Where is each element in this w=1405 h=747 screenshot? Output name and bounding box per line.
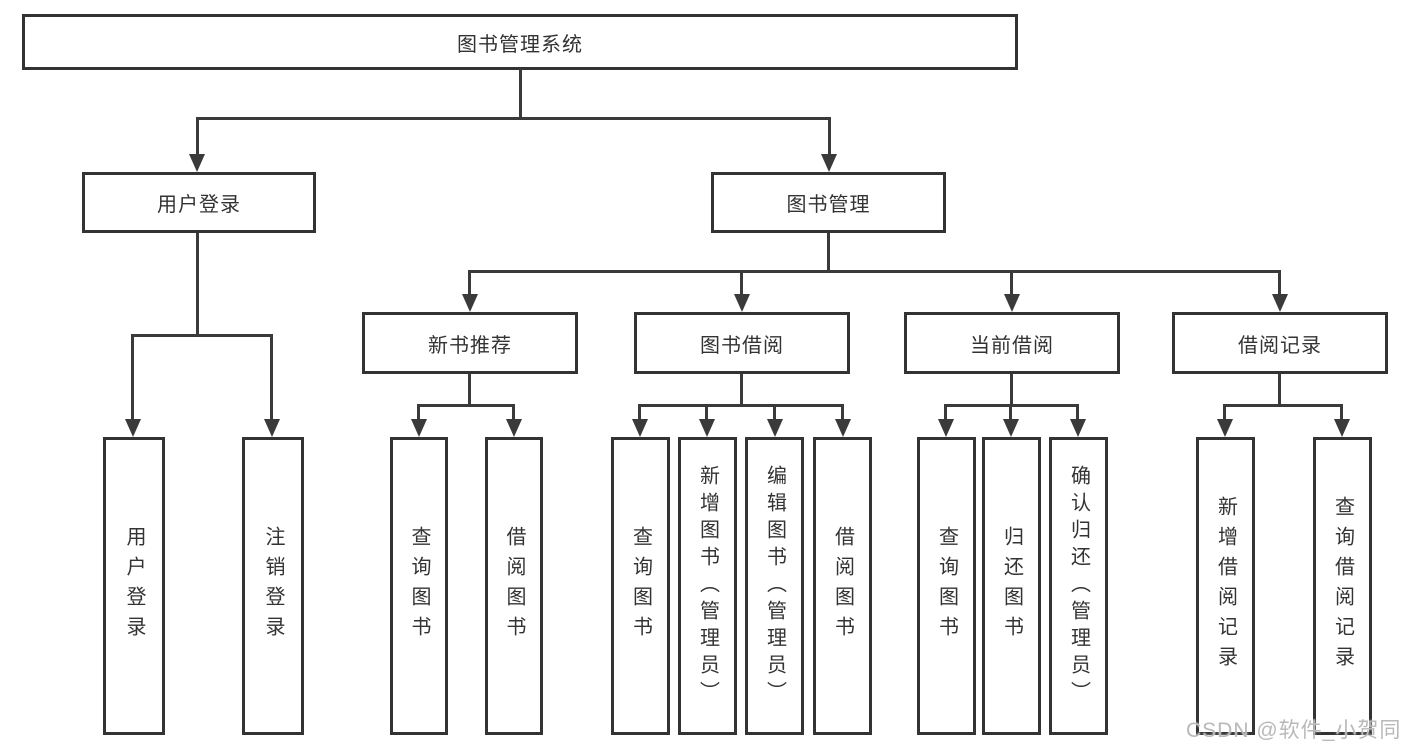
node-library-management-system: 图书管理系统 bbox=[22, 14, 1018, 70]
leaf-user-login: 用户登录 bbox=[103, 437, 165, 735]
leaf-edit-book-admin: 编辑图书（管理员） bbox=[745, 437, 804, 735]
leaf-return-books: 归还图书 bbox=[982, 437, 1041, 735]
arrowhead-down-icon bbox=[767, 419, 783, 437]
connector-horizontal-line bbox=[196, 117, 831, 120]
connector-horizontal-line bbox=[417, 404, 515, 407]
arrowhead-down-icon bbox=[835, 419, 851, 437]
connector-vertical-line bbox=[1223, 404, 1226, 422]
arrowhead-down-icon bbox=[462, 294, 478, 312]
arrowhead-down-icon bbox=[821, 154, 837, 172]
arrowhead-down-icon bbox=[506, 419, 522, 437]
leaf-add-borrow-record: 新增借阅记录 bbox=[1196, 437, 1255, 735]
leaf-label: 查询图书 bbox=[408, 526, 430, 646]
leaf-query-books-borrowing: 查询图书 bbox=[611, 437, 670, 735]
node-label: 借阅记录 bbox=[1238, 334, 1322, 357]
arrowhead-down-icon bbox=[411, 419, 427, 437]
connector-vertical-line bbox=[827, 233, 830, 273]
arrowhead-down-icon bbox=[1217, 419, 1233, 437]
leaf-add-book-admin: 新增图书（管理员） bbox=[678, 437, 737, 735]
connector-vertical-line bbox=[773, 404, 776, 422]
leaf-label: 新增图书（管理员） bbox=[696, 464, 719, 708]
connector-vertical-line bbox=[944, 404, 947, 422]
leaf-label: 查询图书 bbox=[629, 526, 652, 646]
arrowhead-down-icon bbox=[125, 419, 141, 437]
connector-vertical-line bbox=[1010, 270, 1013, 297]
leaf-label: 查询借阅记录 bbox=[1331, 496, 1354, 676]
connector-horizontal-line bbox=[1223, 404, 1343, 407]
connector-vertical-line bbox=[1009, 404, 1012, 422]
leaf-label: 用户登录 bbox=[123, 526, 145, 646]
node-label: 当前借阅 bbox=[970, 334, 1054, 357]
arrowhead-down-icon bbox=[734, 294, 750, 312]
node-book-borrowing: 图书借阅 bbox=[634, 312, 850, 374]
leaf-label: 新增借阅记录 bbox=[1214, 496, 1237, 676]
arrowhead-down-icon bbox=[699, 419, 715, 437]
leaf-query-books-recommend: 查询图书 bbox=[390, 437, 448, 735]
leaf-borrow-books: 借阅图书 bbox=[813, 437, 872, 735]
arrowhead-down-icon bbox=[264, 419, 280, 437]
connector-vertical-line bbox=[468, 270, 471, 297]
connector-vertical-line bbox=[705, 404, 708, 422]
connector-vertical-line bbox=[196, 117, 199, 157]
arrowhead-down-icon bbox=[1003, 419, 1019, 437]
node-borrowing-records: 借阅记录 bbox=[1172, 312, 1388, 374]
connector-vertical-line bbox=[638, 404, 641, 422]
connector-horizontal-line bbox=[468, 270, 1281, 273]
arrowhead-down-icon bbox=[632, 419, 648, 437]
leaf-label: 注销登录 bbox=[262, 526, 284, 646]
node-label: 图书管理系统 bbox=[457, 33, 583, 56]
connector-vertical-line bbox=[1278, 270, 1281, 297]
arrowhead-down-icon bbox=[1004, 294, 1020, 312]
arrowhead-down-icon bbox=[938, 419, 954, 437]
node-label: 新书推荐 bbox=[428, 334, 512, 357]
node-user-login: 用户登录 bbox=[82, 172, 316, 233]
connector-vertical-line bbox=[512, 404, 515, 422]
leaf-label: 借阅图书 bbox=[831, 526, 854, 646]
arrowhead-down-icon bbox=[1272, 294, 1288, 312]
arrowhead-down-icon bbox=[1070, 419, 1086, 437]
leaf-label: 归还图书 bbox=[1000, 526, 1023, 646]
connector-vertical-line bbox=[740, 270, 743, 297]
leaf-query-books-current: 查询图书 bbox=[917, 437, 976, 735]
leaf-label: 确认归还（管理员） bbox=[1067, 464, 1090, 708]
connector-horizontal-line bbox=[944, 404, 1079, 407]
leaf-confirm-return-admin: 确认归还（管理员） bbox=[1049, 437, 1108, 735]
connector-horizontal-line bbox=[638, 404, 844, 407]
connector-vertical-line bbox=[1076, 404, 1079, 422]
leaf-label: 编辑图书（管理员） bbox=[763, 464, 786, 708]
leaf-label: 借阅图书 bbox=[503, 526, 525, 646]
connector-vertical-line bbox=[740, 374, 743, 407]
node-current-borrowing: 当前借阅 bbox=[904, 312, 1120, 374]
leaf-label: 查询图书 bbox=[935, 526, 958, 646]
connector-vertical-line bbox=[196, 233, 199, 336]
watermark: CSDN @软件_小贺同学 bbox=[1186, 719, 1402, 742]
connector-vertical-line bbox=[1010, 374, 1013, 407]
connector-vertical-line bbox=[468, 374, 471, 407]
node-new-book-recommend: 新书推荐 bbox=[362, 312, 578, 374]
connector-vertical-line bbox=[270, 334, 273, 421]
leaf-query-borrow-record: 查询借阅记录 bbox=[1313, 437, 1372, 735]
connector-horizontal-line bbox=[131, 334, 273, 337]
arrowhead-down-icon bbox=[1334, 419, 1350, 437]
node-label: 图书管理 bbox=[786, 194, 871, 216]
connector-vertical-line bbox=[828, 117, 831, 157]
connector-vertical-line bbox=[841, 404, 844, 422]
connector-vertical-line bbox=[131, 334, 134, 421]
connector-vertical-line bbox=[519, 69, 522, 119]
connector-vertical-line bbox=[1278, 374, 1281, 407]
leaf-borrow-books-recommend: 借阅图书 bbox=[485, 437, 543, 735]
node-label: 用户登录 bbox=[157, 194, 241, 216]
arrowhead-down-icon bbox=[189, 154, 205, 172]
node-label: 图书借阅 bbox=[700, 334, 784, 357]
connector-vertical-line bbox=[417, 404, 420, 422]
node-book-management: 图书管理 bbox=[711, 172, 946, 233]
leaf-logout: 注销登录 bbox=[242, 437, 304, 735]
connector-vertical-line bbox=[1340, 404, 1343, 422]
